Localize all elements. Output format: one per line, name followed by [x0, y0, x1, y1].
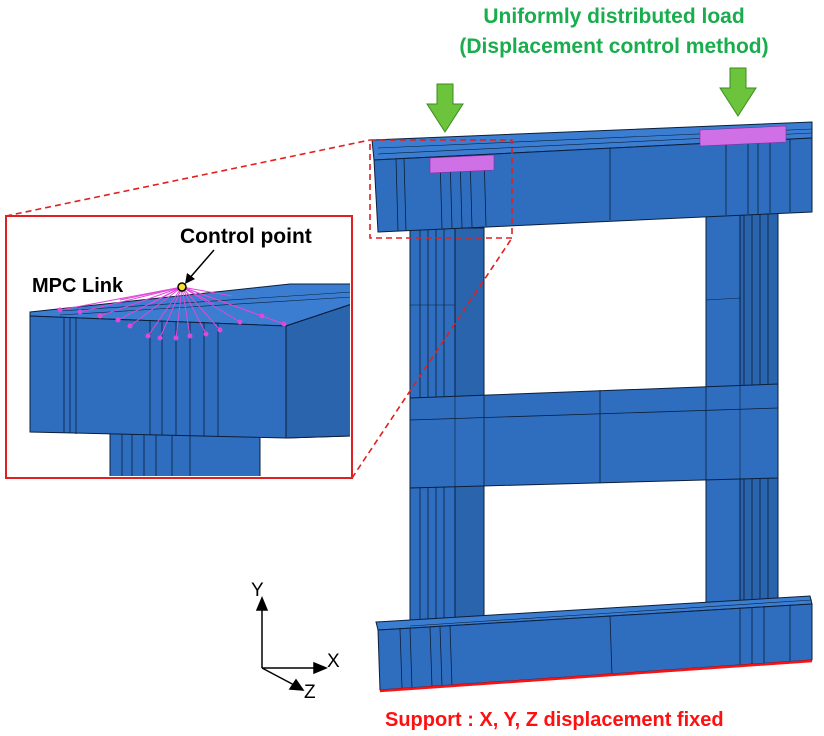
callout-source-box [369, 139, 513, 239]
top-beam [371, 121, 813, 233]
control-point-marker [177, 282, 187, 292]
mpc-links [59, 286, 285, 339]
load-pad-right [699, 125, 787, 147]
bottom-beam [375, 595, 813, 693]
middle-beam [409, 383, 779, 489]
axis-x-label: X [327, 651, 340, 672]
load-arrow-right-icon [719, 67, 757, 117]
support-condition-label: Support : X, Y, Z displacement fixed [385, 709, 724, 731]
load-title-line2: (Displacement control method) [459, 35, 769, 58]
support-fixed-line [379, 659, 813, 693]
inset-detail [29, 282, 350, 476]
mpc-nodes [57, 307, 287, 341]
mpc-link-label: MPC Link [32, 275, 124, 297]
load-title-line1: Uniformly distributed load [483, 5, 745, 28]
axis-triad [255, 596, 328, 691]
control-point-leader-icon [185, 249, 215, 284]
axis-z-label: Z [304, 682, 316, 703]
load-arrow-left-icon [426, 83, 464, 133]
zoom-callout [5, 139, 513, 479]
axis-y-label: Y [251, 580, 264, 601]
load-pad-left [429, 154, 495, 174]
frame-model [371, 121, 813, 693]
control-point-label: Control point [180, 225, 312, 248]
